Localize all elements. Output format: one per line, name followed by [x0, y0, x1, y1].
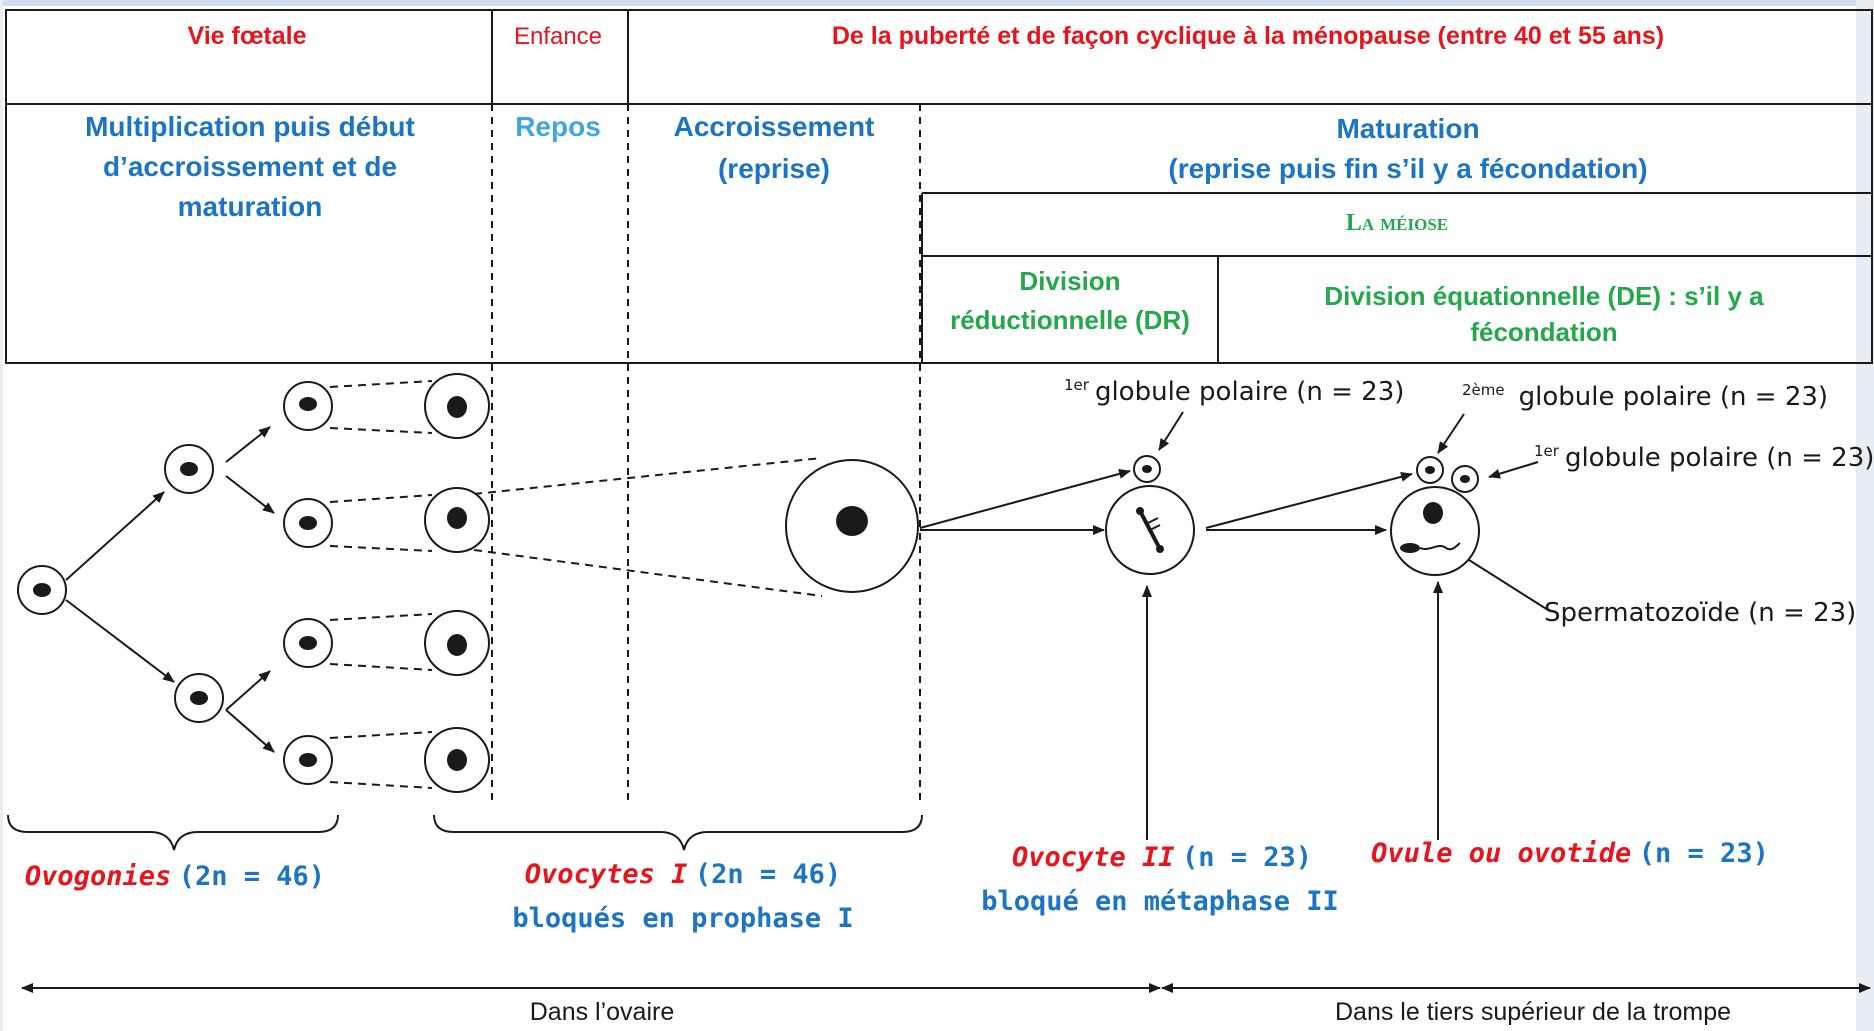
phase-accroissement-line2: (reprise): [718, 153, 830, 184]
ovocytes-1-value: (2n = 46): [695, 859, 841, 890]
ovocyte-1-cell: [424, 487, 490, 553]
ovogonie-cell: [164, 444, 214, 494]
polar-body-2: [1416, 456, 1444, 484]
division-reductionnelle-line2: réductionnelle (DR): [950, 305, 1190, 335]
header-table: [5, 9, 1873, 364]
ovocytes-1-label: Ovocytes I (2n = 46): [525, 859, 841, 890]
ovocytes-1-name: Ovocytes I: [525, 859, 688, 890]
braces: [7, 814, 923, 851]
polar-body-1-text: globule polaire (n = 23): [1095, 377, 1404, 407]
phase-separators: [491, 104, 921, 805]
polar-body-1-sup: 1er: [1064, 376, 1090, 394]
ovocyte-2-name: Ovocyte II: [1012, 842, 1175, 873]
window-right-border: [1856, 0, 1874, 1031]
polar-body-1-right-label: 1er globule polaire (n = 23): [1534, 442, 1874, 473]
window-top-border: [0, 0, 1874, 6]
polar-body-2-sup: 2ème: [1462, 381, 1505, 399]
header-puberte: De la puberté et de façon cyclique à la …: [832, 22, 1664, 50]
ovule-value: (n = 23): [1639, 838, 1769, 869]
ovogonies-name: Ovogonies: [25, 861, 171, 892]
ovule-name: Ovule ou ovotide: [1371, 838, 1631, 869]
ovogonie-cell: [283, 381, 333, 431]
ovogonie-cell: [17, 565, 67, 615]
phase-accroissement-line1: Accroissement: [674, 111, 875, 142]
division-reductionnelle-line1: Division: [1019, 266, 1120, 296]
header-enfance: Enfance: [514, 23, 602, 50]
lineage-arrows: [65, 426, 275, 753]
ovogonie-cell: [283, 618, 333, 668]
phase-maturation-line1: Maturation: [1336, 113, 1479, 144]
grown-ovocyte-1: [785, 459, 919, 593]
ovocyte-2-cell: [1105, 485, 1195, 575]
ovocyte-1-cell: [424, 373, 490, 439]
ovocyte-1-cell: [424, 610, 490, 676]
polar-body-1-right-sup: 1er: [1534, 442, 1560, 460]
ovocytes-1-state: bloqués en prophase I: [512, 903, 853, 934]
phase-repos: Repos: [515, 111, 601, 142]
ovocyte-2-state: bloqué en métaphase II: [981, 886, 1339, 917]
spermatozoide-label: Spermatozoïde (n = 23): [1544, 598, 1856, 628]
division-equationnelle-line2: fécondation: [1470, 317, 1617, 347]
ovogonie-cell: [283, 735, 333, 785]
header-vie-foetale: Vie fœtale: [187, 22, 306, 50]
polar-body-1-label: 1er globule polaire (n = 23): [1064, 376, 1404, 407]
phase-meiose: La méiose: [1346, 210, 1448, 236]
polar-body-2-text: globule polaire (n = 23): [1519, 382, 1828, 412]
location-ovaire: Dans l’ovaire: [530, 998, 675, 1026]
ovocyte-2-label: Ovocyte II (n = 23): [1012, 842, 1312, 873]
polar-body-2-label: 2ème globule polaire (n = 23): [1462, 381, 1828, 412]
dashed-growth-lines: [329, 380, 823, 789]
ovule-label: Ovule ou ovotide (n = 23): [1371, 838, 1769, 869]
ovogonies-label: Ovogonies (2n = 46): [25, 861, 325, 892]
ovogonie-cell: [174, 673, 224, 723]
ovocyte-1-cell: [424, 727, 490, 793]
phase-maturation-line2: (reprise puis fin s’il y a fécondation): [1168, 153, 1647, 184]
phase-multiplication-line3: maturation: [178, 191, 323, 222]
polar-body-1-divided: [1451, 465, 1479, 493]
polar-body-1-right-text: globule polaire (n = 23): [1565, 443, 1874, 473]
phase-multiplication-line1: Multiplication puis début: [85, 111, 415, 142]
ovogonie-cell: [283, 498, 333, 548]
ovogonies-value: (2n = 46): [179, 861, 325, 892]
polar-body-1: [1133, 455, 1161, 483]
window-left-border: [0, 0, 3, 1031]
ovule-cell: [1390, 486, 1480, 576]
maturation-arrows: [919, 411, 1549, 840]
location-trompe: Dans le tiers supérieur de la trompe: [1335, 998, 1731, 1026]
phase-multiplication-line2: d’accroissement et de: [103, 151, 397, 182]
ovocyte-2-value: (n = 23): [1182, 842, 1312, 873]
division-equationnelle-line1: Division équationnelle (DE) : s’il y a: [1324, 281, 1764, 311]
